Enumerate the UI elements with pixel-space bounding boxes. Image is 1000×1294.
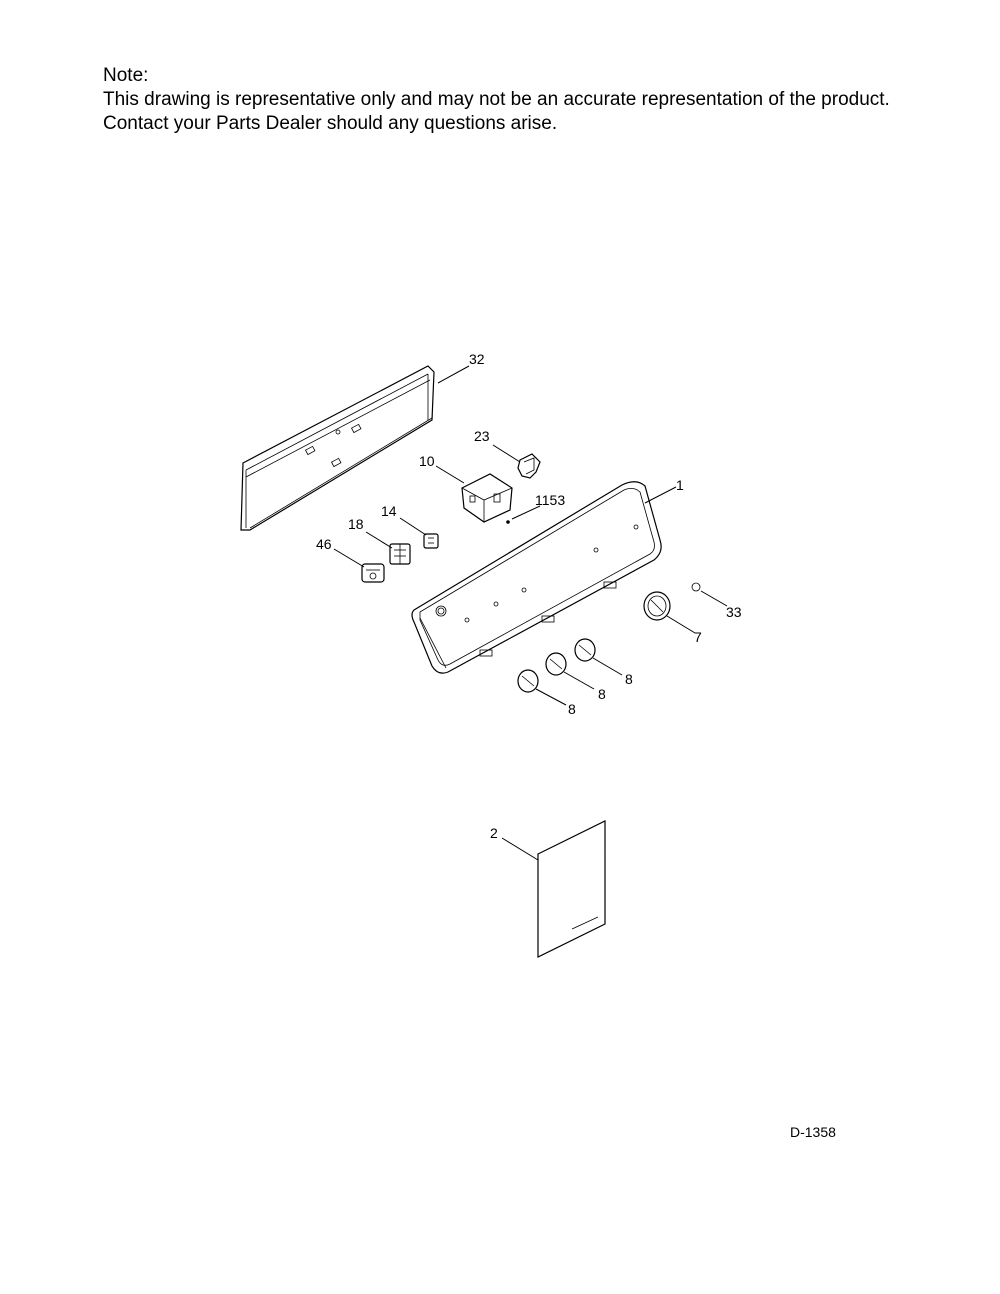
part-1-console-panel [411, 481, 662, 674]
callout-18: 18 [348, 516, 364, 532]
part-18-switch [389, 543, 411, 565]
part-32-rear-panel [240, 365, 435, 531]
callout-23: 23 [474, 428, 490, 444]
disclaimer-note: Note: This drawing is representative onl… [103, 64, 890, 136]
callout-1: 1 [676, 477, 684, 493]
callout-2: 2 [490, 825, 498, 841]
callout-7: 7 [694, 629, 702, 645]
part-1153-screw [506, 520, 510, 524]
callout-46: 46 [316, 536, 332, 552]
callout-8-b: 8 [598, 686, 606, 702]
part-2-instruction-sheet [537, 820, 606, 958]
callout-32: 32 [469, 351, 485, 367]
callout-8-c: 8 [568, 701, 576, 717]
callout-10: 10 [419, 453, 435, 469]
part-23-bracket [517, 453, 541, 479]
callout-14: 14 [381, 503, 397, 519]
part-33-ring [691, 582, 701, 592]
drawing-code: D-1358 [790, 1124, 836, 1140]
part-8-knob-a [574, 638, 596, 662]
note-line-1: This drawing is representative only and … [103, 89, 890, 110]
note-heading: Note: [103, 65, 149, 86]
part-7-timer-knob [643, 591, 671, 621]
part-14-switch [423, 533, 439, 549]
part-8-knob-c [517, 669, 539, 693]
part-8-knob-b [545, 652, 567, 676]
callout-1153: 1153 [535, 492, 565, 508]
callout-8-a: 8 [625, 671, 633, 687]
part-46-switch [361, 563, 385, 583]
callout-33: 33 [726, 604, 742, 620]
note-line-2: Contact your Parts Dealer should any que… [103, 113, 558, 134]
part-10-control-box [461, 473, 513, 523]
